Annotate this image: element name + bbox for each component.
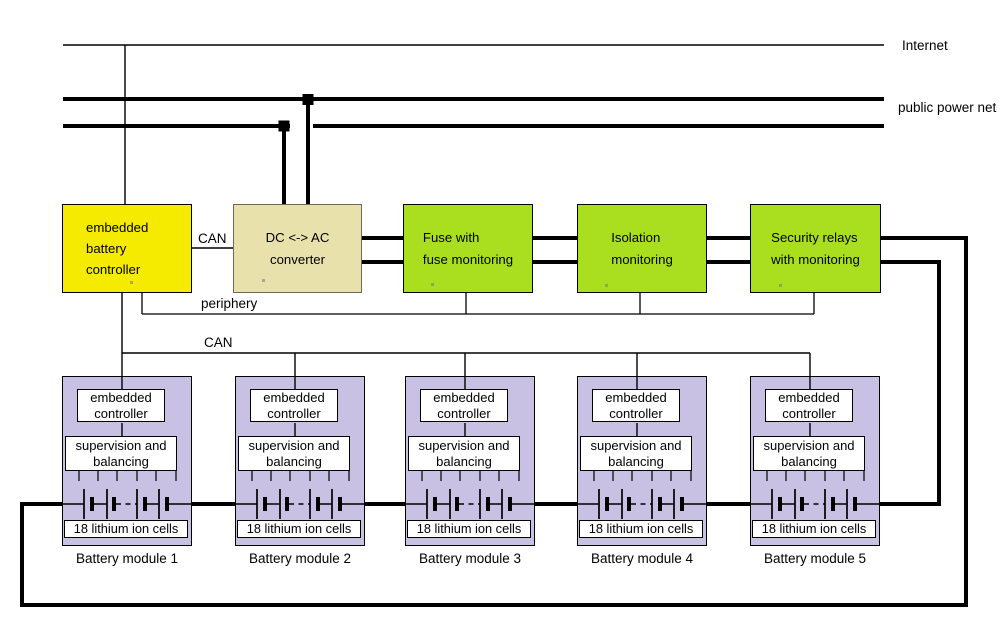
module-1-embedded-controller: embedded controller: [77, 389, 165, 422]
module-5-embedded-controller: embedded controller: [765, 389, 853, 422]
battery-module-1-box: embedded controller supervision and bala…: [62, 376, 192, 546]
internet-label: Internet: [902, 38, 948, 53]
security-relays-label: Security relays with monitoring: [771, 230, 860, 267]
embedded-battery-controller-box: embedded battery controller: [62, 204, 192, 293]
isolation-monitoring-label: Isolation monitoring: [611, 230, 673, 267]
converter-feed-lines: [282, 99, 310, 204]
battery-module-2-caption: Battery module 2: [248, 551, 352, 566]
periphery-bus-label: periphery: [201, 296, 258, 311]
module-5-supervision-label: supervision and balancing: [763, 438, 855, 469]
stray-dot: [431, 283, 434, 286]
module-4-cells-label: 18 lithium ion cells: [588, 521, 694, 537]
module-5-cells-label-box: 18 lithium ion cells: [752, 520, 876, 538]
dc-ac-converter-box: DC <-> AC converter: [233, 204, 362, 293]
battery-module-2-box: embedded controller supervision and bala…: [235, 376, 365, 546]
isolation-monitoring-box: Isolation monitoring: [577, 204, 707, 293]
module-2-cells-label: 18 lithium ion cells: [246, 521, 352, 537]
fuse-monitoring-label: Fuse with fuse monitoring: [422, 230, 514, 267]
stray-dot: [779, 284, 782, 287]
junction-node: [302, 94, 314, 105]
module-3-embedded-controller: embedded controller: [420, 389, 508, 422]
battery-module-5-box: embedded controller supervision and bala…: [750, 376, 880, 546]
module-5-cells-label: 18 lithium ion cells: [761, 521, 867, 537]
module-1-supervision-balancing: supervision and balancing: [65, 436, 177, 471]
battery-module-1-caption: Battery module 1: [75, 551, 179, 566]
can-bus-label-top: CAN: [198, 231, 227, 246]
battery-module-5-caption: Battery module 5: [763, 551, 867, 566]
battery-module-4-box: embedded controller supervision and bala…: [577, 376, 707, 546]
power-loop-inner: [880, 260, 941, 506]
module-5-embedded-controller-label: embedded controller: [778, 390, 840, 421]
junction-node: [278, 120, 290, 132]
module-3-cells-label-box: 18 lithium ion cells: [407, 520, 531, 538]
module-3-supervision-balancing: supervision and balancing: [408, 436, 520, 471]
battery-module-3-box: embedded controller supervision and bala…: [405, 376, 535, 546]
embedded-battery-controller-label: embedded battery controller: [86, 219, 149, 278]
module-1-cells-label: 18 lithium ion cells: [73, 521, 179, 537]
module-4-supervision-label: supervision and balancing: [590, 438, 682, 469]
stray-dot: [130, 281, 133, 284]
module-4-embedded-controller-label: embedded controller: [605, 390, 667, 421]
module-4-cells-label-box: 18 lithium ion cells: [579, 520, 703, 538]
module-3-cells-label: 18 lithium ion cells: [416, 521, 522, 537]
module-2-supervision-label: supervision and balancing: [248, 438, 340, 469]
module-2-supervision-balancing: supervision and balancing: [238, 436, 350, 471]
security-relays-box: Security relays with monitoring: [750, 204, 881, 293]
module-3-supervision-label: supervision and balancing: [418, 438, 510, 469]
stray-dot: [262, 279, 265, 282]
module-1-supervision-label: supervision and balancing: [75, 438, 167, 469]
module-2-embedded-controller-label: embedded controller: [263, 390, 325, 421]
stray-dot: [605, 284, 608, 287]
fuse-monitoring-box: Fuse with fuse monitoring: [403, 204, 533, 293]
module-2-embedded-controller: embedded controller: [250, 389, 338, 422]
dc-ac-converter-label: DC <-> AC converter: [265, 230, 330, 267]
module-4-supervision-balancing: supervision and balancing: [580, 436, 692, 471]
can-bus-label-bottom: CAN: [204, 335, 233, 350]
module-3-embedded-controller-label: embedded controller: [433, 390, 495, 421]
battery-module-3-caption: Battery module 3: [418, 551, 522, 566]
module-5-supervision-balancing: supervision and balancing: [753, 436, 865, 471]
module-1-cells-label-box: 18 lithium ion cells: [64, 520, 188, 538]
module-2-cells-label-box: 18 lithium ion cells: [237, 520, 361, 538]
module-1-embedded-controller-label: embedded controller: [90, 390, 152, 421]
module-4-embedded-controller: embedded controller: [592, 389, 680, 422]
public-power-net-label: public power net: [898, 100, 997, 115]
battery-module-4-caption: Battery module 4: [590, 551, 694, 566]
